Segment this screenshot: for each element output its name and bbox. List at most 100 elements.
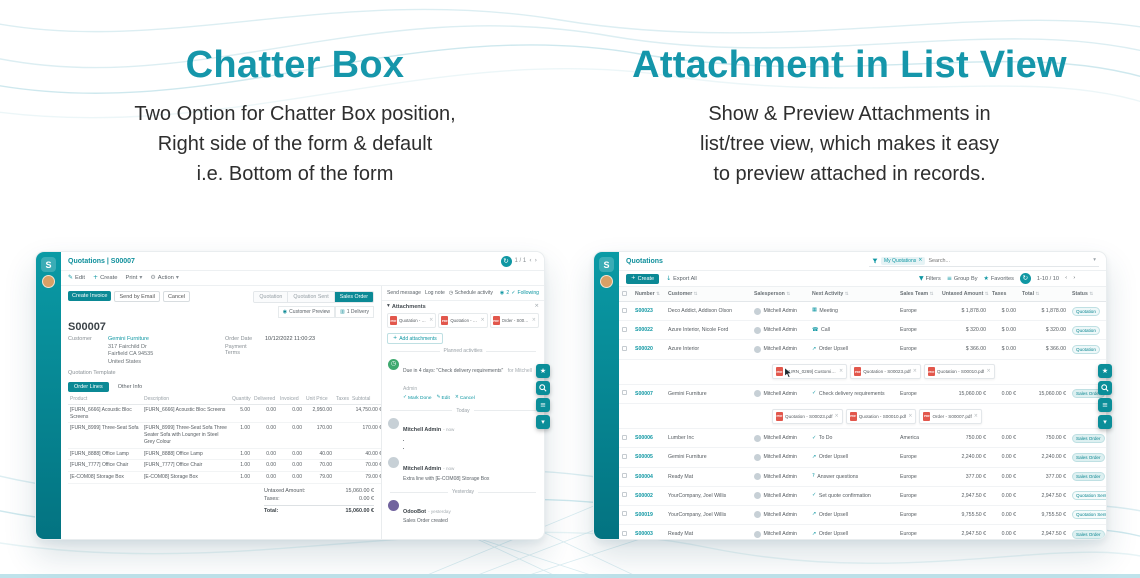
send-by-email-button[interactable]: Send by Email bbox=[114, 291, 160, 302]
row-checkbox[interactable] bbox=[622, 390, 627, 396]
pager-prev-icon[interactable]: ‹ bbox=[1065, 274, 1068, 281]
attachment-chip[interactable]: PDF Quotation - S00023.pdf × bbox=[772, 408, 843, 424]
cell-number[interactable]: S00022 bbox=[635, 327, 653, 334]
tab-order-lines[interactable]: Order Lines bbox=[68, 381, 109, 392]
customer-link[interactable]: Gemini Furniture bbox=[108, 336, 149, 342]
remove-filter-icon[interactable]: × bbox=[918, 257, 923, 263]
action-menu[interactable]: ⚙Action▾ bbox=[150, 274, 179, 282]
menu-book-icon[interactable]: ▾ bbox=[536, 415, 550, 429]
quotation-row[interactable]: S00004 Ready Mat Mitchell Admin ?Answer … bbox=[619, 467, 1106, 487]
chatter-message[interactable]: Mitchell Admin- now Extra line with [E-C… bbox=[382, 455, 544, 486]
create-button[interactable]: +Create bbox=[626, 273, 660, 284]
remove-attachment-icon[interactable]: × bbox=[839, 368, 844, 375]
row-checkbox[interactable] bbox=[622, 511, 627, 517]
remove-attachment-icon[interactable]: × bbox=[531, 317, 536, 324]
chatter-message[interactable]: Mitchell Admin- now bbox=[382, 416, 544, 455]
customer-preview-button[interactable]: ◉Customer Preview bbox=[277, 306, 336, 318]
quotation-row[interactable]: S00005 Gemini Furniture Mitchell Admin ↗… bbox=[619, 447, 1106, 468]
search-icon[interactable] bbox=[536, 381, 550, 395]
order-line-row[interactable]: [FURN_8999] Three-Seat Sofa [FURN_8999] … bbox=[68, 422, 381, 449]
row-checkbox[interactable] bbox=[622, 492, 627, 498]
cancel-activity-button[interactable]: ×Cancel bbox=[454, 395, 475, 402]
stage-quotation-sent[interactable]: Quotation Sent bbox=[287, 292, 334, 302]
breadcrumb[interactable]: Quotations | S00007 bbox=[68, 257, 135, 265]
cancel-button[interactable]: Cancel bbox=[162, 291, 191, 302]
chatter-message[interactable]: OdooBot- yesterday Sales Order created bbox=[382, 497, 544, 528]
user-avatar[interactable] bbox=[42, 275, 55, 288]
quotation-row[interactable]: S00007 Gemini Furniture Mitchell Admin ✓… bbox=[619, 384, 1106, 404]
menu-book-icon[interactable]: ▾ bbox=[1098, 415, 1112, 429]
activity-item[interactable]: ◷ Due in 4 days: "Check delivery require… bbox=[382, 356, 544, 404]
user-avatar[interactable] bbox=[600, 275, 613, 288]
cell-number[interactable]: S00006 bbox=[635, 435, 653, 442]
order-date-value[interactable]: 10/12/2022 11:00:23 bbox=[265, 336, 316, 342]
schedule-activity-button[interactable]: ◷ Schedule activity bbox=[448, 290, 493, 296]
following-button[interactable]: Following bbox=[517, 290, 539, 297]
row-checkbox[interactable] bbox=[622, 434, 627, 440]
tab-other-info[interactable]: Other Info bbox=[117, 383, 143, 390]
brand-logo[interactable]: S bbox=[599, 257, 614, 272]
cell-number[interactable]: S00019 bbox=[635, 511, 653, 518]
cell-number[interactable]: S00020 bbox=[635, 346, 653, 353]
attachment-chip[interactable]: PDF Quotation - S00023.pdf × bbox=[850, 364, 921, 380]
search-bar[interactable]: My Quotations × ▾ bbox=[869, 256, 1099, 267]
apps-grid-icon[interactable]: ≡ bbox=[1098, 398, 1112, 412]
create-button[interactable]: +Create bbox=[93, 274, 118, 282]
apps-grid-icon[interactable]: ≡ bbox=[536, 398, 550, 412]
refresh-icon[interactable]: ↻ bbox=[500, 255, 512, 267]
quotation-row[interactable]: S00020 Azure Interior Mitchell Admin ↗Or… bbox=[619, 339, 1106, 360]
select-all-checkbox[interactable] bbox=[622, 290, 627, 296]
cell-number[interactable]: S00023 bbox=[635, 308, 653, 315]
order-line-row[interactable]: [E-COM08] Storage Box [E-COM08] Storage … bbox=[68, 471, 381, 484]
search-icon[interactable] bbox=[1098, 381, 1112, 395]
filters-menu[interactable]: ▼Filters bbox=[918, 274, 941, 282]
edit-activity-button[interactable]: ✎Edit bbox=[436, 395, 450, 402]
cell-number[interactable]: S00003 bbox=[635, 531, 653, 538]
attachment-chip[interactable]: PDF Quotation - S00010.pdf × bbox=[845, 408, 917, 424]
attachment-chip[interactable]: PDF Order - S00007.pdf × bbox=[489, 313, 539, 329]
edit-button[interactable]: ✎Edit bbox=[68, 274, 86, 282]
quotation-row[interactable]: S00022 Azure Interior, Nicole Ford Mitch… bbox=[619, 320, 1106, 341]
search-input[interactable] bbox=[928, 257, 1091, 264]
quotation-row[interactable]: S00019 YourCompany, Joel Willis Mitchell… bbox=[619, 505, 1106, 526]
quotation-row[interactable]: S00023 Deco Addict, Addison Olson Mitche… bbox=[619, 301, 1106, 322]
attachment-chip[interactable]: PDF Quotation - S00010.pdf × bbox=[923, 364, 995, 380]
refresh-icon[interactable]: ↻ bbox=[1019, 273, 1031, 284]
attachment-chip[interactable]: PDF Quotation - S00010.pdf × bbox=[438, 313, 488, 329]
row-checkbox[interactable] bbox=[622, 453, 627, 459]
row-checkbox[interactable] bbox=[622, 326, 627, 332]
pager-next-icon[interactable]: › bbox=[534, 257, 537, 264]
quotation-row[interactable]: S00006 Lumber Inc Mitchell Admin ✓To Do … bbox=[619, 428, 1106, 449]
row-checkbox[interactable] bbox=[622, 530, 627, 536]
create-invoice-button[interactable]: Create Invoice bbox=[68, 291, 112, 301]
order-line-row[interactable]: [FURN_7777] Office Chair [FURN_7777] Off… bbox=[68, 459, 381, 473]
cell-number[interactable]: S00004 bbox=[635, 473, 653, 480]
quotation-row[interactable]: S00002 YourCompany, Joel Willis Mitchell… bbox=[619, 486, 1106, 506]
attachment-chip[interactable]: PDF Quotation - S00023.pdf × bbox=[387, 313, 437, 329]
stage-sales-order[interactable]: Sales Order bbox=[333, 292, 373, 302]
order-line-row[interactable]: [FURN_6666] Acoustic Bloc Screens [FURN_… bbox=[68, 404, 381, 424]
add-attachments-button[interactable]: + Add attachments bbox=[387, 333, 443, 345]
row-checkbox[interactable] bbox=[622, 307, 627, 313]
cell-number[interactable]: S00002 bbox=[635, 492, 653, 499]
log-note-button[interactable]: Log note bbox=[424, 290, 445, 297]
order-line-row[interactable]: [FURN_8888] Office Lamp [FURN_8888] Offi… bbox=[68, 448, 381, 461]
remove-attachment-icon[interactable]: × bbox=[912, 368, 917, 375]
cell-number[interactable]: S00007 bbox=[635, 390, 653, 397]
send-message-button[interactable]: Send message bbox=[387, 290, 421, 297]
cell-number[interactable]: S00005 bbox=[635, 454, 653, 461]
row-checkbox[interactable] bbox=[622, 473, 627, 479]
caret-down-icon[interactable]: ▾ bbox=[387, 303, 390, 310]
caret-down-icon[interactable]: ▾ bbox=[1093, 256, 1096, 263]
attachment-chip[interactable]: PDF Order - S00007.pdf × bbox=[919, 408, 982, 424]
remove-attachment-icon[interactable]: × bbox=[480, 317, 485, 324]
export-all-button[interactable]: ↓Export All bbox=[666, 274, 697, 282]
group-by-menu[interactable]: ≡Group By bbox=[946, 274, 978, 282]
remove-attachment-icon[interactable]: × bbox=[834, 412, 839, 419]
brand-logo[interactable]: S bbox=[41, 257, 56, 272]
favorites-menu[interactable]: ★Favorites bbox=[983, 274, 1014, 282]
pager-prev-icon[interactable]: ‹ bbox=[529, 257, 532, 264]
remove-attachment-icon[interactable]: × bbox=[429, 317, 434, 324]
close-icon[interactable]: × bbox=[534, 303, 539, 310]
quotation-row[interactable]: S00003 Ready Mat Mitchell Admin ↗Order U… bbox=[619, 524, 1106, 539]
